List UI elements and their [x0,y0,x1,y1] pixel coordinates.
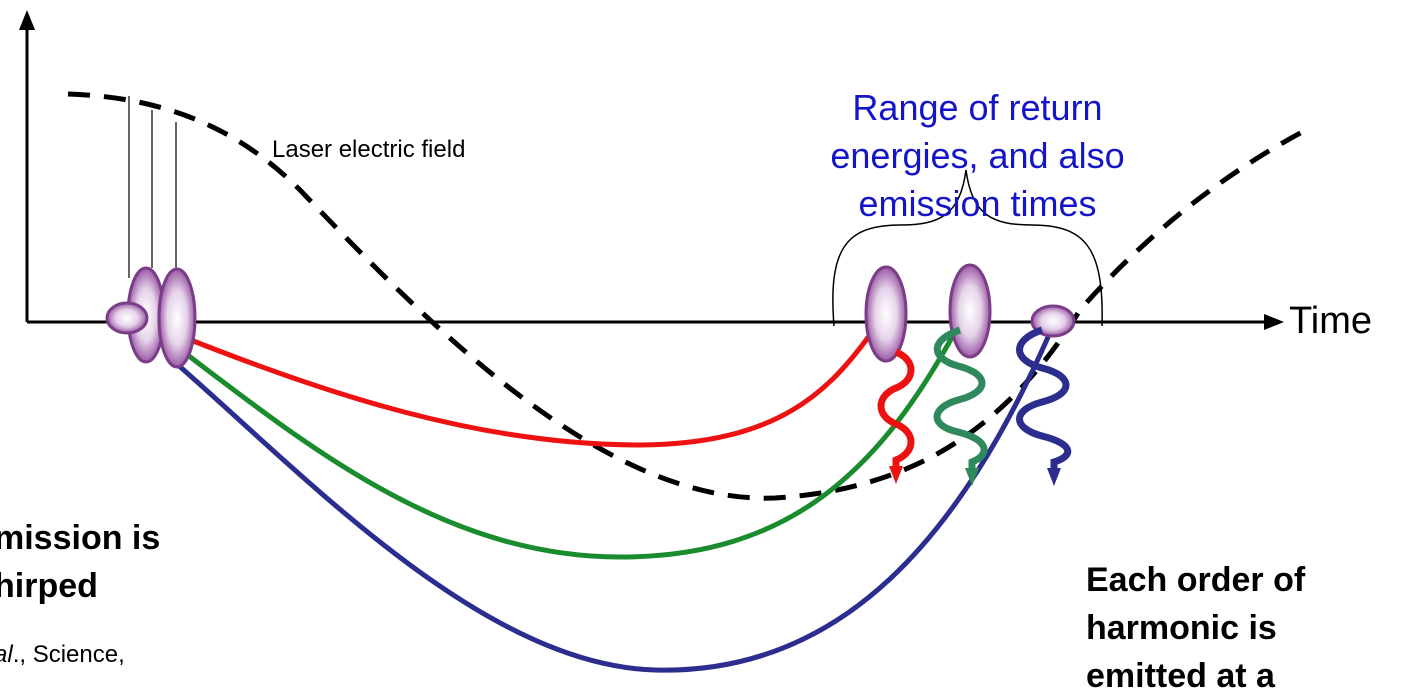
citation: al., Science, [0,641,125,669]
citation-rest: ., Science, [12,641,125,668]
range-brace [832,169,1103,327]
green-trajectory [166,328,959,560]
range-annotation: Range of return energies, and also emiss… [755,84,1200,228]
green-wave-arrowhead [965,468,979,486]
blue-trajectory [168,327,1055,673]
red-trajectory [177,330,875,448]
chirp-note-line: mission is [0,519,161,557]
wavepacket-ellipse [864,265,908,363]
wavepacket-ellipse [948,263,992,359]
red-emission-wave [877,348,915,484]
range-annotation-line: energies, and also [830,135,1125,176]
blue-emission-wave [1016,326,1072,486]
range-annotation-line: emission times [858,183,1097,224]
green-emission-wave [933,326,988,486]
time-axis-arrowhead [1264,314,1284,330]
range-annotation-line: Range of return [852,87,1103,128]
laser-field-label: Laser electric field [272,136,466,163]
time-axis-label: Time [1289,300,1373,342]
red-wave-arrowhead [889,466,903,484]
wavepacket-ellipse [157,267,197,369]
harmonic-note: Each order of harmonic is emitted at a [1086,556,1305,700]
harmonic-note-line: Each order of [1086,561,1306,599]
harmonic-note-line: emitted at a [1086,657,1275,695]
harmonic-note-line: harmonic is [1086,609,1277,647]
wavepacket-ellipse [1030,304,1076,338]
wavepacket-ellipse [105,301,149,335]
chirp-note-line: hirped [0,567,98,605]
y-axis-arrowhead [19,10,35,30]
chirp-note: mission is hirped [0,514,160,610]
blue-wave-arrowhead [1047,468,1061,486]
citation-italic: al [0,641,13,668]
hhg-diagram [19,10,1308,673]
